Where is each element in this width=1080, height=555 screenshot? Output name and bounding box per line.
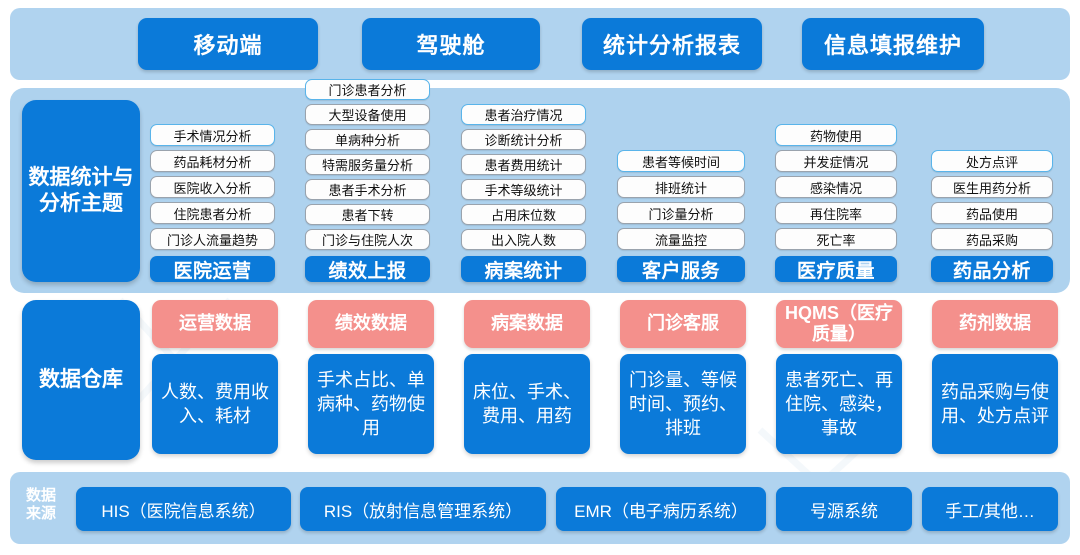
warehouse-column-4: 门诊客服门诊量、等候时间、预约、排班 bbox=[620, 300, 746, 454]
data-source-button-3[interactable]: EMR（电子病历系统） bbox=[556, 487, 766, 531]
theme-column-header-4[interactable]: 客户服务 bbox=[617, 256, 745, 282]
theme-column-header-6[interactable]: 药品分析 bbox=[931, 256, 1053, 282]
data-warehouse-label: 数据仓库 bbox=[22, 300, 140, 460]
warehouse-column-3: 病案数据床位、手术、费用、用药 bbox=[464, 300, 590, 454]
theme-item[interactable]: 并发症情况 bbox=[775, 150, 897, 172]
theme-item[interactable]: 处方点评 bbox=[931, 150, 1053, 172]
theme-item[interactable]: 门诊患者分析 bbox=[305, 79, 430, 100]
theme-item[interactable]: 药品使用 bbox=[931, 202, 1053, 224]
top-button-4[interactable]: 信息填报维护 bbox=[802, 18, 984, 70]
warehouse-detail[interactable]: 门诊量、等候时间、预约、排班 bbox=[620, 354, 746, 454]
theme-column-header-5[interactable]: 医疗质量 bbox=[775, 256, 897, 282]
theme-item[interactable]: 药物使用 bbox=[775, 124, 897, 146]
theme-item[interactable]: 死亡率 bbox=[775, 228, 897, 250]
top-button-3[interactable]: 统计分析报表 bbox=[582, 18, 762, 70]
warehouse-detail[interactable]: 床位、手术、费用、用药 bbox=[464, 354, 590, 454]
theme-item[interactable]: 诊断统计分析 bbox=[461, 129, 586, 150]
warehouse-detail[interactable]: 手术占比、单病种、药物使用 bbox=[308, 354, 434, 454]
theme-item[interactable]: 住院患者分析 bbox=[150, 202, 275, 224]
theme-column-header-1[interactable]: 医院运营 bbox=[150, 256, 275, 282]
data-source-button-2[interactable]: RIS（放射信息管理系统） bbox=[300, 487, 546, 531]
warehouse-column-6: 药剂数据药品采购与使用、处方点评 bbox=[932, 300, 1058, 454]
theme-item[interactable]: 医生用药分析 bbox=[931, 176, 1053, 198]
theme-item[interactable]: 患者治疗情况 bbox=[461, 104, 586, 125]
warehouse-title[interactable]: 门诊客服 bbox=[620, 300, 746, 348]
theme-item[interactable]: 患者费用统计 bbox=[461, 154, 586, 175]
warehouse-column-5: HQMS（医疗质量） 患者死亡、再住院、感染，事故 bbox=[776, 300, 902, 454]
data-source-button-4[interactable]: 号源系统 bbox=[776, 487, 912, 531]
theme-item[interactable]: 患者下转 bbox=[305, 204, 430, 225]
theme-column-6: 处方点评医生用药分析药品使用药品采购药品分析 bbox=[931, 106, 1053, 282]
theme-item[interactable]: 流量监控 bbox=[617, 228, 745, 250]
theme-item[interactable]: 感染情况 bbox=[775, 176, 897, 198]
data-source-label-line1: 数据 bbox=[25, 487, 56, 504]
analysis-theme-label: 数据统计与分析主题 bbox=[22, 100, 140, 282]
theme-item[interactable]: 出入院人数 bbox=[461, 229, 586, 250]
top-button-2[interactable]: 驾驶舱 bbox=[362, 18, 540, 70]
warehouse-title[interactable]: 运营数据 bbox=[152, 300, 278, 348]
theme-item[interactable]: 门诊人流量趋势 bbox=[150, 228, 275, 250]
theme-item[interactable]: 门诊与住院人次 bbox=[305, 229, 430, 250]
warehouse-column-2: 绩效数据手术占比、单病种、药物使用 bbox=[308, 300, 434, 454]
theme-column-header-3[interactable]: 病案统计 bbox=[461, 256, 586, 282]
theme-column-header-2[interactable]: 绩效上报 bbox=[305, 256, 430, 282]
theme-item[interactable]: 患者等候时间 bbox=[617, 150, 745, 172]
theme-column-3: 患者治疗情况诊断统计分析患者费用统计手术等级统计占用床位数出入院人数病案统计 bbox=[461, 104, 586, 282]
top-button-1[interactable]: 移动端 bbox=[138, 18, 318, 70]
theme-item[interactable]: 占用床位数 bbox=[461, 204, 586, 225]
warehouse-title[interactable]: 药剂数据 bbox=[932, 300, 1058, 348]
theme-item[interactable]: 手术情况分析 bbox=[150, 124, 275, 146]
theme-column-4: 患者等候时间排班统计门诊量分析流量监控客户服务 bbox=[617, 106, 745, 282]
theme-item[interactable]: 再住院率 bbox=[775, 202, 897, 224]
theme-item[interactable]: 大型设备使用 bbox=[305, 104, 430, 125]
theme-item[interactable]: 手术等级统计 bbox=[461, 179, 586, 200]
warehouse-column-1: 运营数据人数、费用收入、耗材 bbox=[152, 300, 278, 454]
warehouse-detail[interactable]: 人数、费用收入、耗材 bbox=[152, 354, 278, 454]
data-source-label: 数据 来源 bbox=[18, 487, 64, 522]
theme-item[interactable]: 药品采购 bbox=[931, 228, 1053, 250]
theme-item[interactable]: 药品耗材分析 bbox=[150, 150, 275, 172]
theme-item[interactable]: 医院收入分析 bbox=[150, 176, 275, 198]
data-source-button-1[interactable]: HIS（医院信息系统） bbox=[76, 487, 291, 531]
warehouse-title[interactable]: 绩效数据 bbox=[308, 300, 434, 348]
theme-item[interactable]: 排班统计 bbox=[617, 176, 745, 198]
theme-column-1: 手术情况分析药品耗材分析医院收入分析住院患者分析门诊人流量趋势医院运营 bbox=[150, 106, 275, 282]
theme-item[interactable]: 患者手术分析 bbox=[305, 179, 430, 200]
warehouse-detail[interactable]: 药品采购与使用、处方点评 bbox=[932, 354, 1058, 454]
theme-item[interactable]: 门诊量分析 bbox=[617, 202, 745, 224]
theme-item[interactable]: 特需服务量分析 bbox=[305, 154, 430, 175]
theme-item[interactable]: 单病种分析 bbox=[305, 129, 430, 150]
data-source-label-line2: 来源 bbox=[25, 504, 56, 522]
warehouse-title[interactable]: HQMS（医疗质量） bbox=[776, 300, 902, 348]
data-source-button-5[interactable]: 手工/其他… bbox=[922, 487, 1058, 531]
warehouse-detail[interactable]: 患者死亡、再住院、感染，事故 bbox=[776, 354, 902, 454]
theme-column-2: 门诊患者分析大型设备使用单病种分析特需服务量分析患者手术分析患者下转门诊与住院人… bbox=[305, 79, 430, 282]
theme-column-5: 药物使用并发症情况感染情况再住院率死亡率医疗质量 bbox=[775, 106, 897, 282]
warehouse-title[interactable]: 病案数据 bbox=[464, 300, 590, 348]
